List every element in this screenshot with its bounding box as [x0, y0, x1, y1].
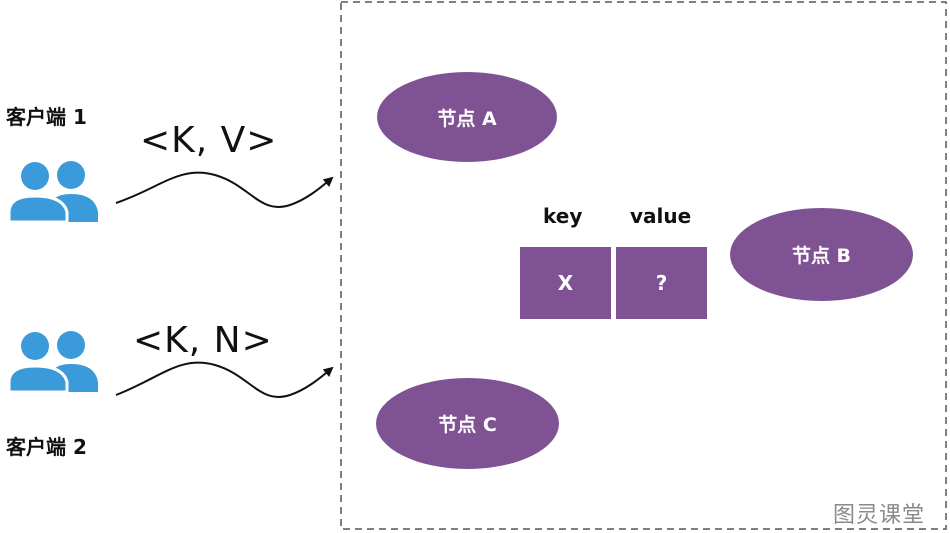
node-b: 节点 B	[730, 208, 913, 301]
key-header: key	[543, 204, 583, 228]
value-header: value	[630, 204, 692, 228]
node-a: 节点 A	[377, 72, 557, 162]
node-c: 节点 C	[376, 378, 559, 469]
client-1-message: <K, V>	[140, 120, 278, 161]
key-cell: X	[520, 247, 611, 319]
watermark: 图灵课堂	[833, 503, 926, 528]
users-icon	[7, 161, 98, 222]
users-icon	[7, 331, 98, 392]
value-cell: ?	[616, 247, 707, 319]
client-2-message: <K, N>	[133, 320, 273, 361]
client-1-label: 客户端 1	[6, 105, 87, 129]
arrow-client-2	[115, 361, 334, 398]
client-2-label: 客户端 2	[6, 435, 87, 459]
arrow-client-1	[115, 171, 334, 208]
